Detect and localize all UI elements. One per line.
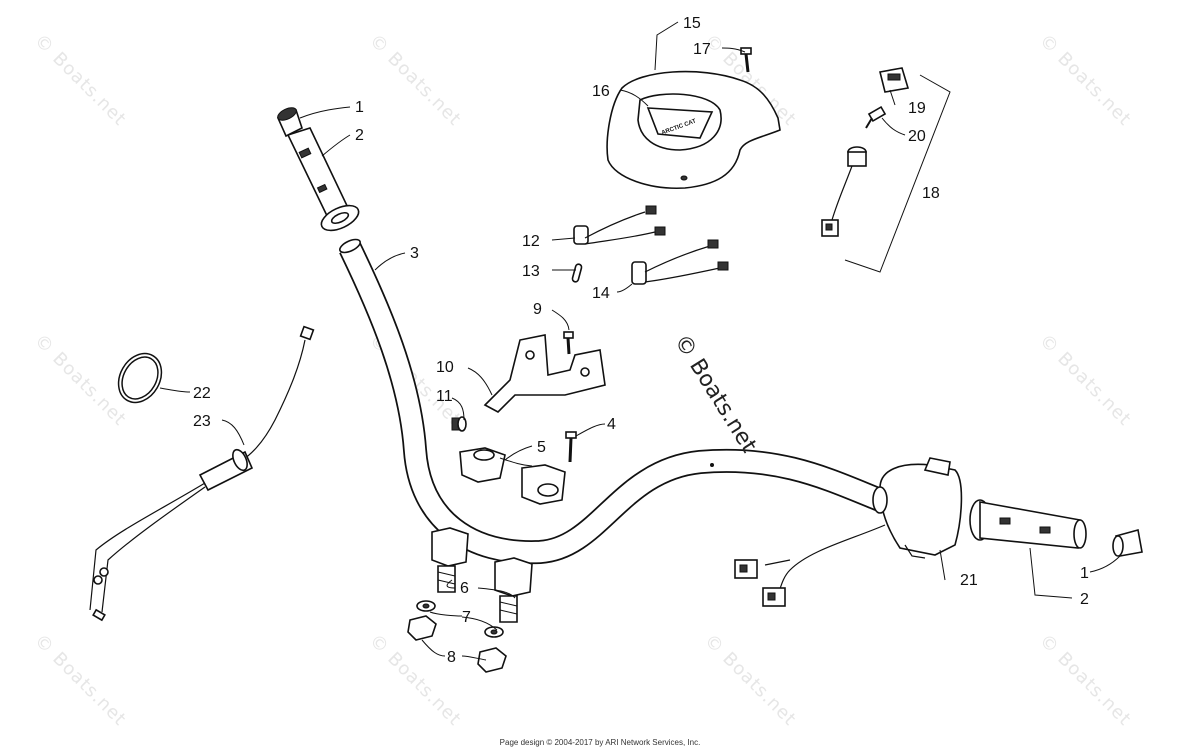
right-switch-housing	[734, 457, 963, 607]
callout-4: 4	[607, 416, 616, 433]
leader-lines	[159, 21, 1121, 661]
nut-left	[407, 615, 437, 641]
callout-10: 10	[436, 359, 454, 376]
callout-9: 9	[533, 301, 542, 318]
cable-clamp-22	[117, 352, 163, 404]
callout-17: 17	[693, 41, 711, 58]
callout-14: 14	[592, 285, 610, 302]
riser-left	[431, 527, 469, 593]
ignition-switch	[821, 146, 867, 237]
page-footer: Page design © 2004-2017 by ARI Network S…	[499, 738, 701, 747]
handlebar-tube	[339, 238, 885, 565]
callout-7: 7	[462, 609, 471, 626]
callout-22: 22	[193, 385, 211, 402]
callout-20: 20	[908, 128, 926, 145]
callout-21: 21	[960, 572, 978, 589]
right-end-cap	[1112, 528, 1143, 557]
upper-clamp-left	[459, 447, 506, 483]
logo-badge: ARCTIC CAT	[646, 107, 714, 139]
washer-right	[484, 626, 504, 638]
callout-2-right: 2	[1080, 591, 1089, 608]
upper-clamp-right	[521, 464, 566, 505]
callout-2: 2	[355, 127, 364, 144]
callout-1-right: 1	[1080, 565, 1089, 582]
callout-11: 11	[436, 388, 453, 405]
callout-19: 19	[908, 100, 926, 117]
callout-15: 15	[683, 15, 701, 32]
screw-9	[563, 331, 574, 355]
callout-12: 12	[522, 233, 540, 250]
washer-left	[416, 600, 436, 612]
callout-18: 18	[922, 185, 940, 202]
riser-right	[494, 557, 533, 623]
callout-3: 3	[410, 245, 419, 262]
terminal-13	[571, 263, 583, 283]
callout-5: 5	[537, 439, 546, 456]
ignition-cap	[879, 67, 910, 93]
callout-16: 16	[592, 83, 610, 100]
bracket-10	[483, 334, 606, 413]
throttle-cable-23	[89, 325, 315, 622]
nut-right	[477, 647, 507, 673]
switch-harness-12	[573, 205, 666, 245]
callout-1: 1	[355, 99, 364, 116]
callout-23: 23	[193, 413, 211, 430]
nut-11	[451, 416, 467, 432]
screw-4	[565, 431, 577, 463]
left-end-cap	[276, 107, 303, 138]
ignition-key	[865, 105, 887, 129]
callout-13: 13	[522, 263, 540, 280]
callout-6: 6	[460, 580, 469, 597]
callout-8: 8	[447, 649, 456, 666]
right-grip	[969, 499, 1087, 549]
switch-harness-14	[631, 239, 729, 285]
assembly-bracket-18	[844, 74, 951, 273]
left-grip	[286, 127, 360, 232]
